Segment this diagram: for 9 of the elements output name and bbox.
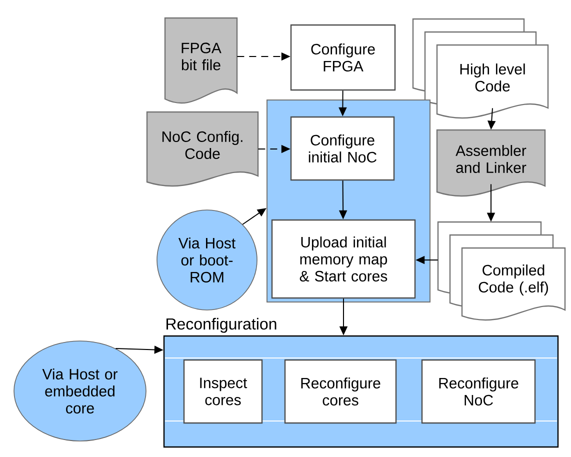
process-box: Inspect cores (183, 359, 263, 424)
document-stack: Compiled Code (.elf) (437, 221, 566, 321)
document-stack: High level Code (412, 18, 549, 119)
process-box: Configure initial NoC (290, 116, 395, 181)
node-label: Reconfiguration (166, 318, 276, 333)
process-box: Reconfigure cores (284, 359, 397, 424)
process-box: Configure FPGA (290, 24, 396, 91)
process-box: Upload initial memory map & Start cores (271, 219, 416, 299)
process-box: Reconfigure NoC (421, 359, 536, 424)
